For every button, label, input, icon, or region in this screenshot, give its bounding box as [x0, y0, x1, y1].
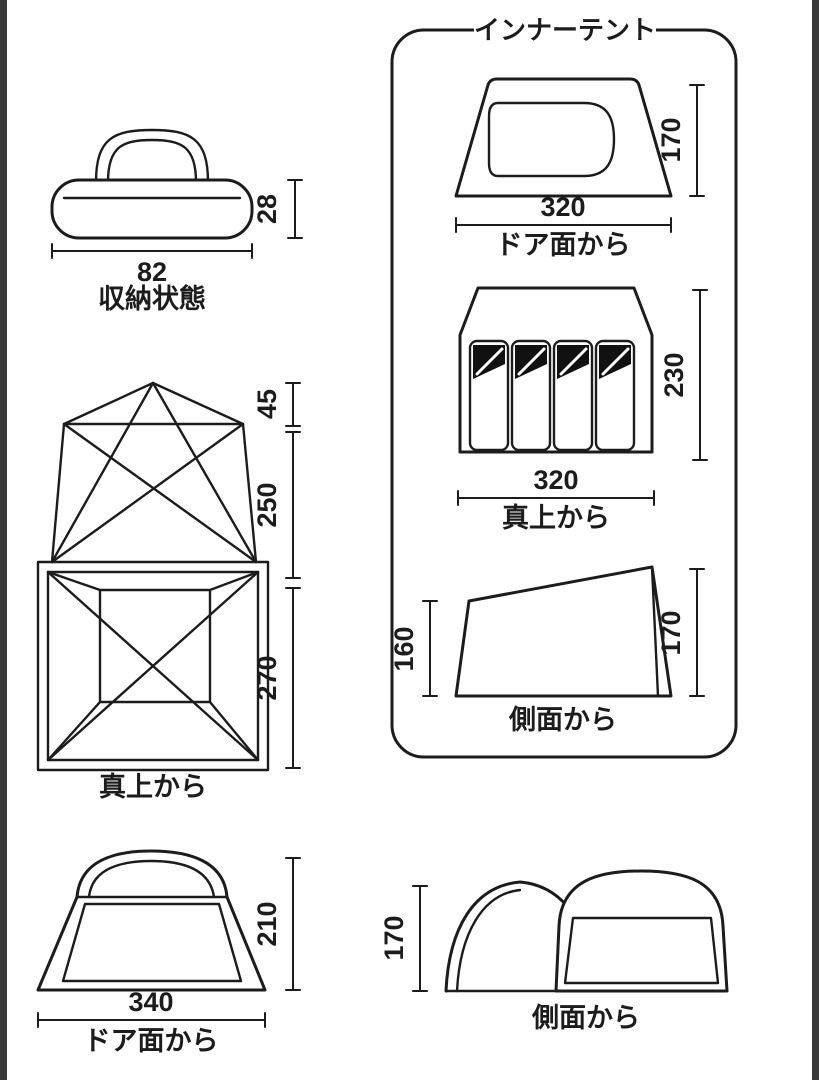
full-tent-side-caption: 側面から — [531, 1003, 640, 1033]
frame-top-view-caption: 真上から — [99, 772, 207, 802]
frame-top-view-drawing: 45 250 270 真上から — [36, 381, 301, 802]
inner-side-edge-line — [650, 565, 660, 698]
frame-main-value: 270 — [252, 655, 282, 700]
sleeping-mat — [594, 339, 636, 452]
frame-upper-section — [50, 381, 258, 564]
inner-tent-title: インナーテント — [474, 15, 656, 45]
frame-peak-dimension — [285, 382, 301, 427]
sleeping-mat — [510, 339, 552, 452]
full-tent-side-rear-inner — [455, 888, 522, 993]
inner-tent-title-background — [474, 10, 656, 50]
frame-lower-section — [36, 560, 270, 772]
full-tent-side-height-dimension — [412, 885, 428, 992]
inner-front-caption: ドア面から — [496, 230, 631, 260]
full-tent-front-dome-inner — [87, 859, 216, 899]
inner-tent-side-view: 160 170 側面から — [389, 565, 705, 735]
full-tent-front-door-panel — [61, 902, 243, 983]
frame-main-dimension — [285, 587, 301, 769]
bag-width-value: 82 — [137, 257, 167, 287]
full-tent-front-height-value: 210 — [252, 901, 282, 946]
inner-top-depth-dimension — [692, 289, 708, 461]
bag-body — [50, 178, 254, 240]
inner-top-caption: 真上から — [502, 503, 610, 533]
inner-side-front-height-dimension — [689, 568, 705, 697]
inner-front-height-value: 170 — [656, 117, 686, 162]
inner-tent-top-view: 230 320 真上から — [457, 286, 708, 533]
bag-height-dimension — [287, 179, 303, 239]
sleeping-mat — [552, 339, 594, 452]
inner-front-window — [487, 101, 616, 178]
bag-width-dimension — [51, 243, 253, 259]
full-tent-side-front-panel — [563, 916, 720, 985]
inner-front-width-value: 320 — [540, 192, 585, 222]
right-edge-border — [812, 0, 819, 1080]
inner-top-width-value: 320 — [533, 465, 578, 495]
full-tent-front-caption: ドア面から — [84, 1026, 219, 1056]
inner-tent-front-view: 170 320 ドア面から — [454, 77, 705, 260]
inner-tent-panel: インナーテント 170 320 ドア面から — [389, 10, 738, 759]
full-tent-side-height-value: 170 — [379, 915, 409, 960]
inner-side-caption: 側面から — [508, 705, 617, 735]
inner-side-rear-height-dimension — [422, 600, 438, 697]
storage-bag-drawing: 28 82 収納状態 — [50, 128, 303, 314]
sleeping-mats — [468, 339, 636, 452]
full-tent-front-width-value: 340 — [128, 987, 173, 1017]
inner-side-outline — [454, 565, 673, 698]
inner-front-outline — [454, 77, 673, 198]
full-tent-side-drawing: 170 側面から — [379, 869, 729, 1033]
sleeping-mat — [468, 339, 510, 452]
full-tent-front-height-dimension — [285, 857, 301, 991]
bag-height-value: 28 — [252, 194, 282, 224]
full-tent-front-width-dimension — [37, 1012, 266, 1028]
full-tent-front-drawing: 210 340 ドア面から — [36, 849, 301, 1056]
inner-front-height-dimension — [689, 84, 705, 197]
left-edge-border — [0, 0, 7, 1080]
frame-mid-value: 250 — [252, 482, 282, 527]
inner-front-width-dimension — [455, 217, 672, 233]
frame-mid-dimension — [285, 431, 301, 579]
bag-caption: 収納状態 — [98, 283, 206, 314]
bag-handle-inner — [106, 138, 198, 184]
frame-peak-value: 45 — [252, 389, 282, 419]
full-tent-front-outline — [36, 849, 267, 992]
inner-top-depth-value: 230 — [659, 352, 689, 397]
bag-handle-outer — [94, 128, 210, 184]
inner-top-width-dimension — [457, 490, 655, 506]
inner-side-front-height-value: 170 — [656, 610, 686, 655]
inner-side-rear-height-value: 160 — [389, 626, 419, 671]
full-tent-side-front-body — [554, 869, 729, 993]
